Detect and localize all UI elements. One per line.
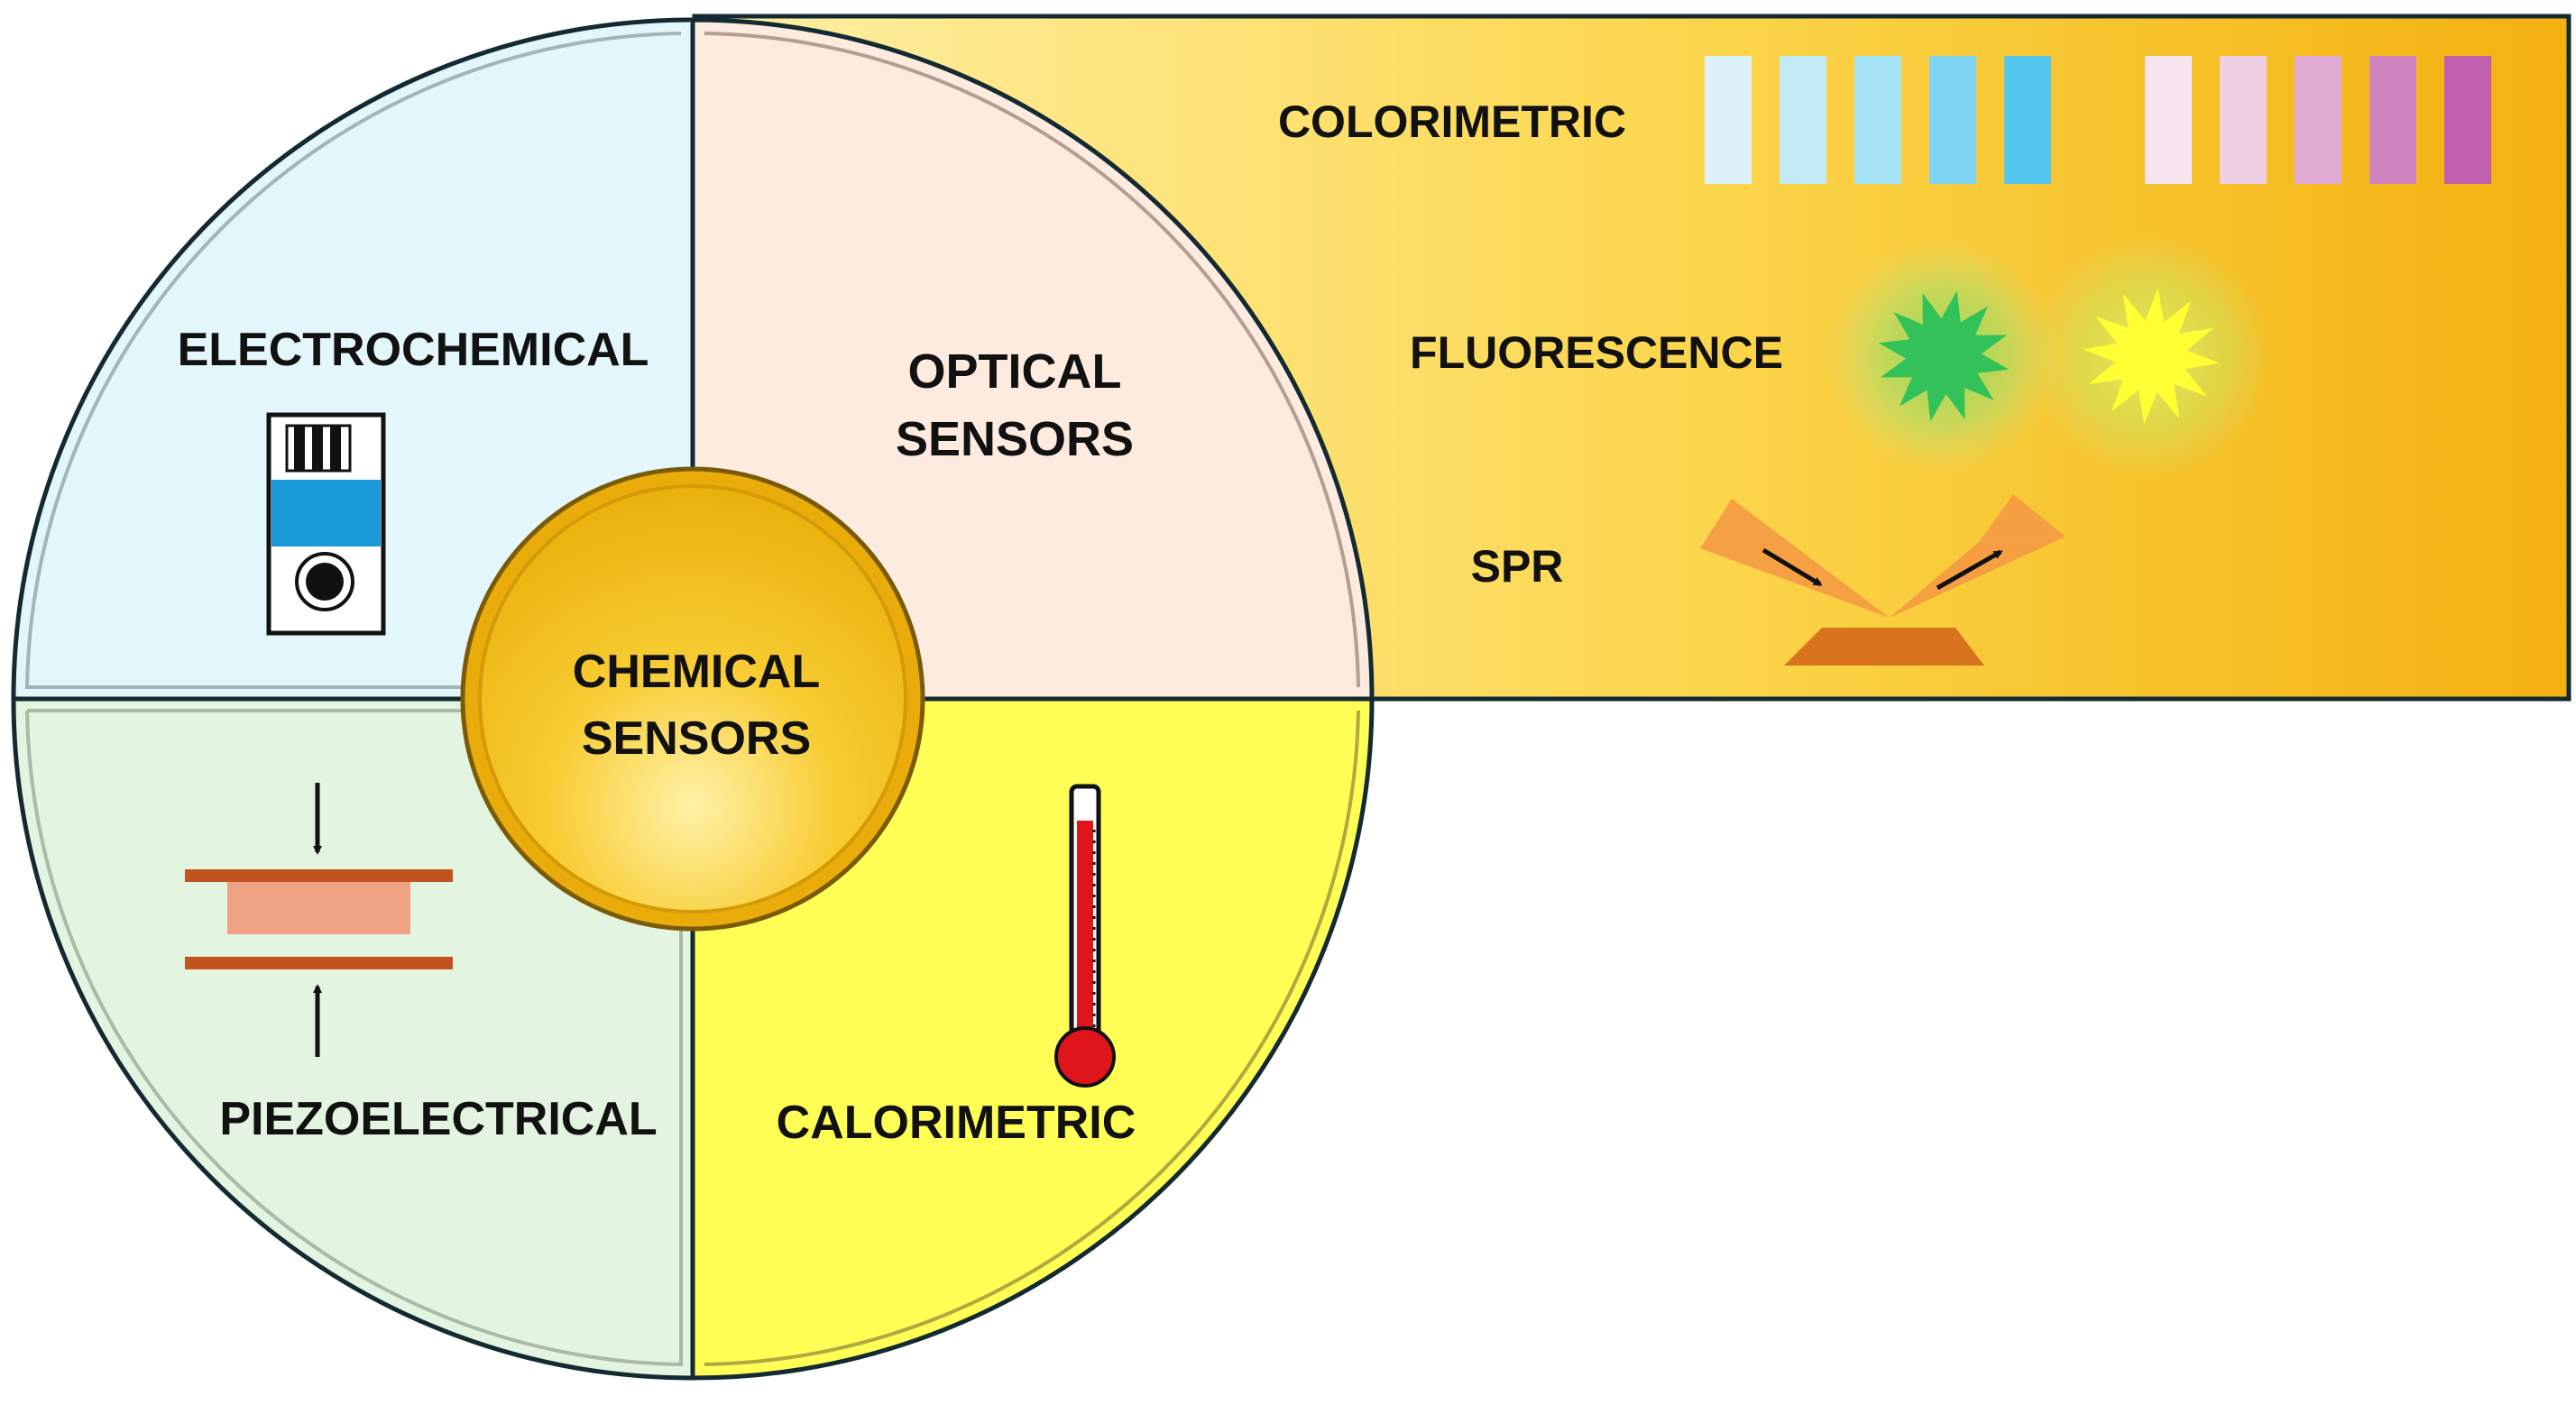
blue-swatch-5 — [2004, 56, 2051, 184]
calorimetric-label: CALORIMETRIC — [777, 1097, 1136, 1149]
optical-sector — [690, 17, 1375, 702]
pink-swatch-1 — [2145, 56, 2192, 184]
piezoelectrical-label: PIEZOELECTRICAL — [219, 1093, 657, 1145]
blue-swatch-2 — [1780, 56, 1826, 184]
colorimetric-row-label: COLORIMETRIC — [1278, 96, 1626, 147]
electrochemical-label: ELECTROCHEMICAL — [178, 324, 649, 376]
center-title-line1: CHEMICAL — [573, 646, 820, 698]
green-fluorescence-icon — [1826, 239, 2061, 473]
blue-swatch-4 — [1929, 56, 1976, 184]
pink-swatch-5 — [2444, 56, 2491, 184]
optical-label-line2: SENSORS — [896, 412, 1134, 466]
center-title-line2: SENSORS — [582, 712, 811, 765]
blue-swatch-3 — [1854, 56, 1901, 184]
pink-swatch-2 — [2220, 56, 2267, 184]
screen-printed-electrode-icon — [266, 412, 386, 636]
spr-row-label: SPR — [1471, 541, 1564, 592]
fluorescence-row-label: FLUORESCENCE — [1410, 327, 1783, 378]
pink-swatch-4 — [2369, 56, 2416, 184]
optical-label-line1: OPTICAL — [908, 344, 1122, 399]
calorimetric-sector — [690, 696, 1375, 1381]
pink-swatch-3 — [2295, 56, 2341, 184]
yellow-fluorescence-icon — [2029, 234, 2273, 478]
blue-color-swatches — [1705, 56, 2051, 184]
spr-prism-icon — [1700, 494, 2065, 666]
thermometer-icon — [1054, 784, 1116, 1088]
pink-color-swatches — [2145, 56, 2491, 184]
electrochemical-sector — [11, 17, 695, 702]
piezoelectrical-sector — [11, 696, 695, 1381]
piezoelectric-crystal-icon — [185, 783, 453, 1057]
blue-swatch-1 — [1705, 56, 1752, 184]
